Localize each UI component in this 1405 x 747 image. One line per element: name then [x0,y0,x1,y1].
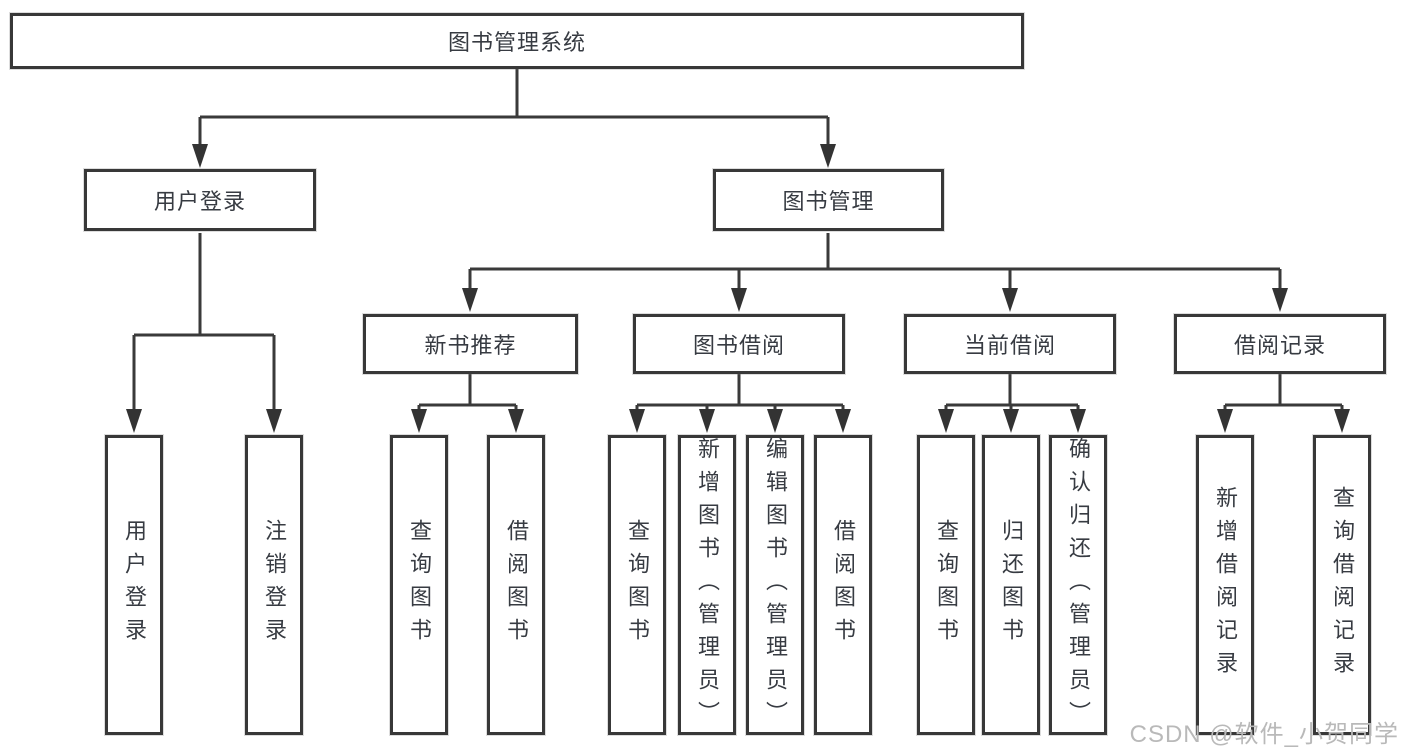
arrowhead-leaf-logout [266,409,282,433]
leaf-newrec-borrow-books: 借阅图书 [487,435,545,735]
leaf-label: 用户登录 [122,519,147,651]
connector-borrow-records-to-leaves [1217,374,1350,433]
node-new-book-recommend: 新书推荐 [363,314,578,374]
node-borrow-records: 借阅记录 [1174,314,1386,374]
node-book-management: 图书管理 [713,169,944,231]
leaf-borrow-edit-books-admin: 编辑图书（管理员） [746,435,804,735]
leaf-label: 查询借阅记录 [1330,486,1355,684]
node-label: 用户登录 [153,189,246,214]
node-label: 借阅记录 [1233,333,1326,358]
leaf-current-confirm-return-admin: 确认归还（管理员） [1049,435,1107,735]
leaf-label: 借阅图书 [504,519,529,651]
leaf-label: 查询图书 [407,519,432,651]
connector-new-recommend-to-leaves [411,374,524,433]
node-label: 当前借阅 [963,333,1056,358]
leaf-newrec-query-books: 查询图书 [390,435,448,735]
connector-current-borrow-to-leaves [938,374,1086,433]
arrowhead-borrow-records [1272,288,1288,312]
node-current-borrow: 当前借阅 [904,314,1116,374]
leaf-records-add-record: 新增借阅记录 [1196,435,1254,735]
arrowhead-book-management [820,144,836,168]
leaf-records-query-record: 查询借阅记录 [1313,435,1371,735]
node-label: 图书借阅 [692,333,785,358]
node-user-login: 用户登录 [84,169,316,231]
leaf-label: 借阅图书 [831,519,856,651]
arrowhead-current-borrow [1002,288,1018,312]
node-label: 图书管理系统 [447,30,586,55]
connector-root-to-level2 [192,68,836,168]
leaf-current-query-books: 查询图书 [917,435,975,735]
leaf-label: 查询图书 [934,519,959,651]
node-label: 图书管理 [782,189,875,214]
leaf-current-return-books: 归还图书 [982,435,1040,735]
csdn-watermark: CSDN @软件_小贺同学 [1129,721,1399,747]
arrowhead-user-login [192,144,208,168]
leaf-label: 编辑图书（管理员） [763,436,788,734]
leaf-logout: 注销登录 [245,435,303,735]
leaf-label: 注销登录 [262,519,287,651]
arrowhead-leaf-login [126,409,142,433]
arrowhead-book-borrow [731,288,747,312]
leaf-label: 新增图书（管理员） [695,436,720,734]
connector-book-borrow-to-leaves [629,374,851,433]
leaf-label: 归还图书 [999,519,1024,651]
leaf-borrow-query-books: 查询图书 [608,435,666,735]
leaf-label: 确认归还（管理员） [1066,436,1091,734]
connector-user-login-to-leaves [126,233,282,433]
connector-book-management-to-level3 [462,233,1288,312]
leaf-user-login: 用户登录 [105,435,163,735]
leaf-borrow-add-books-admin: 新增图书（管理员） [678,435,736,735]
node-label: 新书推荐 [424,333,517,358]
leaf-borrow-borrow-books: 借阅图书 [814,435,872,735]
leaf-label: 新增借阅记录 [1213,486,1238,684]
leaf-label: 查询图书 [625,519,650,651]
node-library-system: 图书管理系统 [10,13,1024,69]
node-book-borrow: 图书借阅 [633,314,845,374]
arrowhead-new-recommend [462,288,478,312]
